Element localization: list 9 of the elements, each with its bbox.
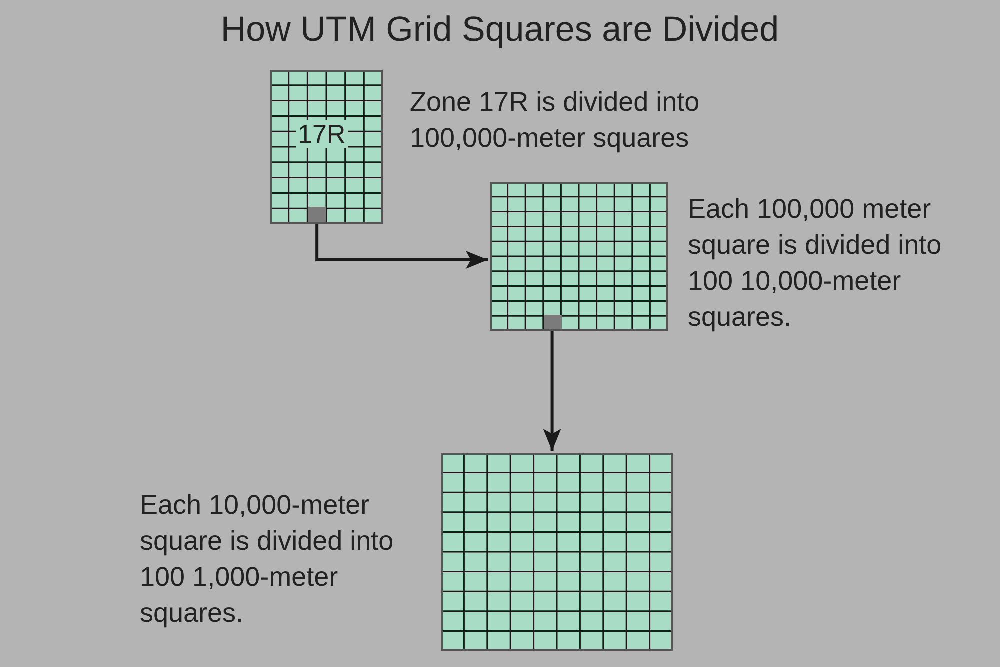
description-text: Each 10,000-meter square is divided into 100 1,000-meter squares. — [140, 489, 395, 630]
highlighted-square — [308, 207, 326, 222]
description-text: Each 100,000 meter square is divided into 100 10,000-meter squares. — [688, 193, 943, 334]
zone-label: 17R — [296, 120, 348, 148]
title: How UTM Grid Squares are Divided — [220, 10, 780, 50]
highlighted-square — [544, 314, 562, 329]
arrow — [316, 224, 488, 269]
description-text: Zone 17R is divided into 100,000-meter squares — [410, 86, 701, 155]
arrow — [543, 331, 562, 451]
